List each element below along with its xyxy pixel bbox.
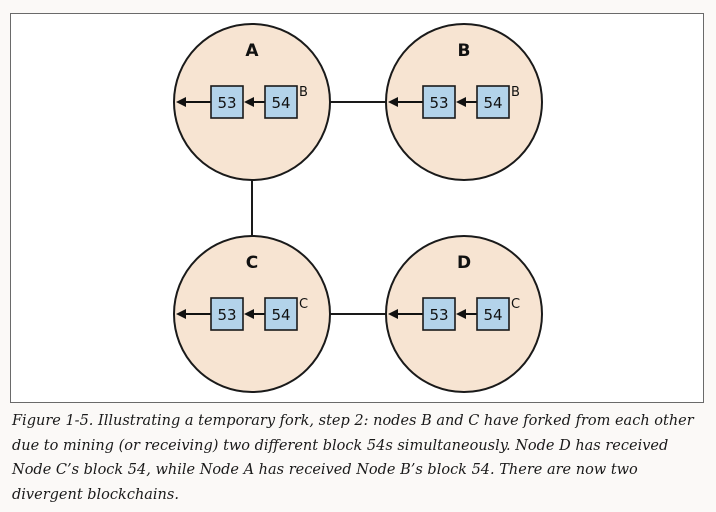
block-53 (210, 85, 244, 119)
node-d: D 53 54 C (385, 235, 543, 393)
node-c: C 53 54 C (173, 235, 331, 393)
block-number: 53 (217, 94, 236, 112)
block-53 (422, 85, 456, 119)
block-origin-label: B (299, 85, 308, 100)
node-label: C (246, 253, 258, 273)
arrow-head-icon (244, 97, 254, 107)
node-label: A (245, 41, 259, 61)
arrow-head-icon (244, 309, 254, 319)
block-origin-label: B (511, 85, 520, 100)
block-53 (422, 297, 456, 331)
node-a: A 53 54 B (173, 23, 331, 181)
block-number: 53 (429, 94, 448, 112)
block-number: 54 (271, 94, 290, 112)
block-54 (264, 297, 298, 331)
arrow-head-icon (388, 309, 398, 319)
block-number: 54 (271, 306, 290, 324)
connections (251, 101, 386, 315)
block-number: 54 (483, 94, 502, 112)
arrow-head-icon (176, 309, 186, 319)
block-54 (476, 85, 510, 119)
block-number: 53 (217, 306, 236, 324)
block-54 (264, 85, 298, 119)
block-number: 54 (483, 306, 502, 324)
block-origin-label: C (299, 297, 308, 312)
figure-caption: Figure 1-5. Illustrating a temporary for… (12, 413, 694, 503)
arrow-head-icon (456, 309, 466, 319)
node-b: B 53 54 B (385, 23, 543, 181)
block-number: 53 (429, 306, 448, 324)
arrow-head-icon (176, 97, 186, 107)
arrow-head-icon (456, 97, 466, 107)
block-53 (210, 297, 244, 331)
block-origin-label: C (511, 297, 520, 312)
node-label: B (458, 41, 471, 61)
node-label: D (457, 253, 471, 273)
block-54 (476, 297, 510, 331)
arrow-head-icon (388, 97, 398, 107)
